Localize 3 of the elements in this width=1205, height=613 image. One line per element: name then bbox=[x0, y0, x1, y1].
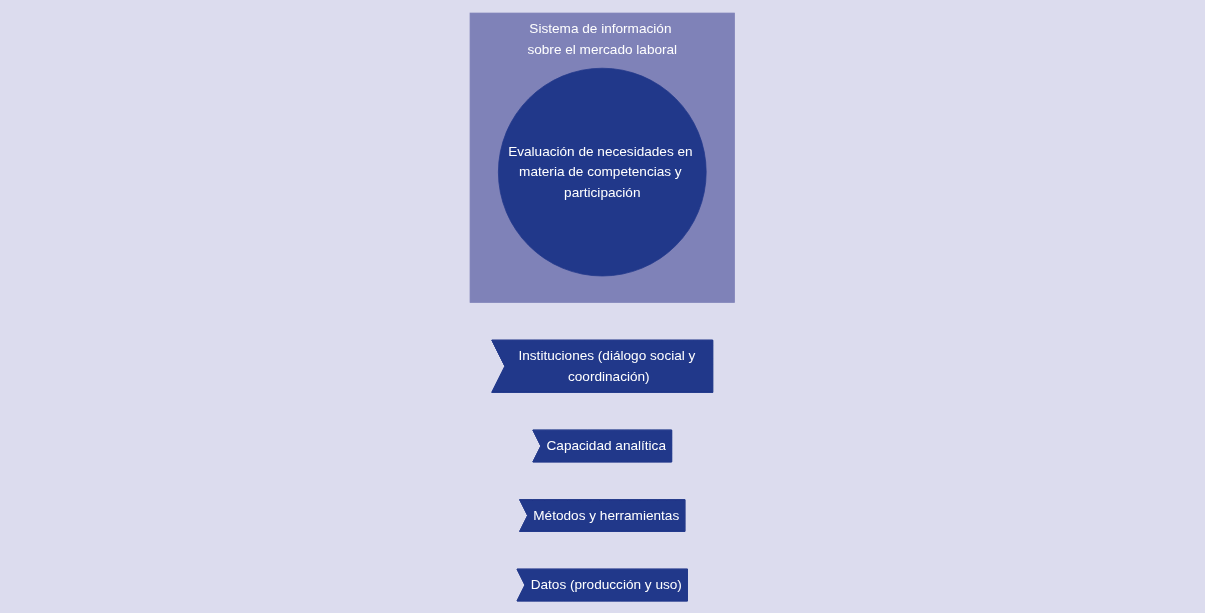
node-circle: Evaluación de necesidades en materia de competencias y participación bbox=[498, 67, 707, 276]
cluster bbox=[469, 12, 736, 303]
system-title: Sistema de información sobre el mercado laboral bbox=[527, 20, 678, 57]
